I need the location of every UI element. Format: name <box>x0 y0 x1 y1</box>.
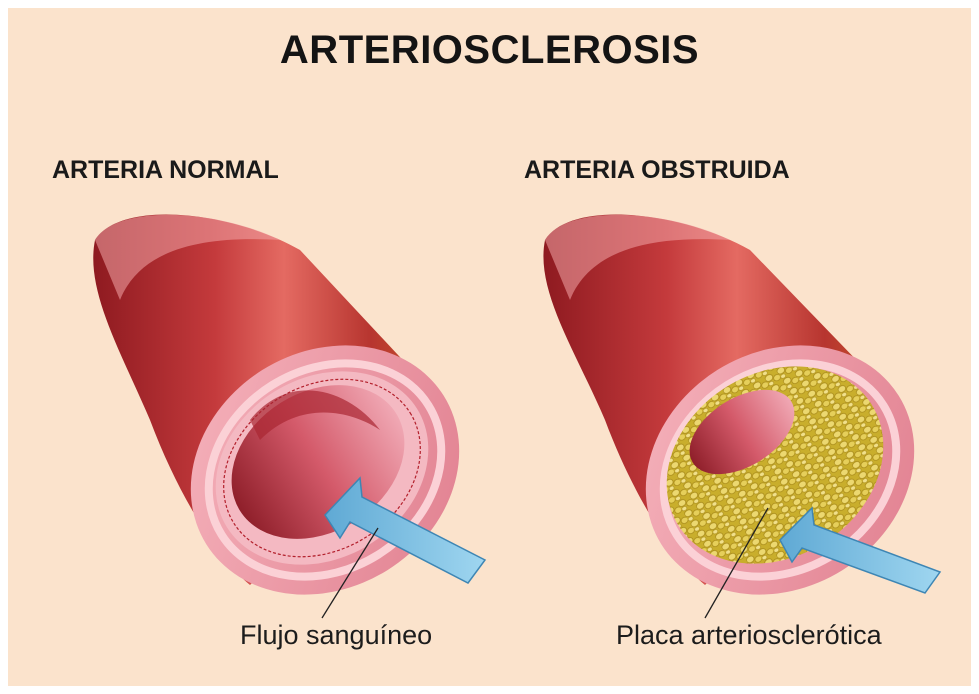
blocked-artery-illustration <box>543 215 961 645</box>
plaque-label: Placa arteriosclerótica <box>616 620 882 651</box>
blocked-artery-heading: ARTERIA OBSTRUIDA <box>524 156 790 185</box>
normal-artery-heading: ARTERIA NORMAL <box>52 156 279 185</box>
normal-artery-illustration <box>93 215 506 645</box>
diagram-title: ARTERIOSCLEROSIS <box>0 28 979 73</box>
blood-flow-label: Flujo sanguíneo <box>240 620 432 651</box>
